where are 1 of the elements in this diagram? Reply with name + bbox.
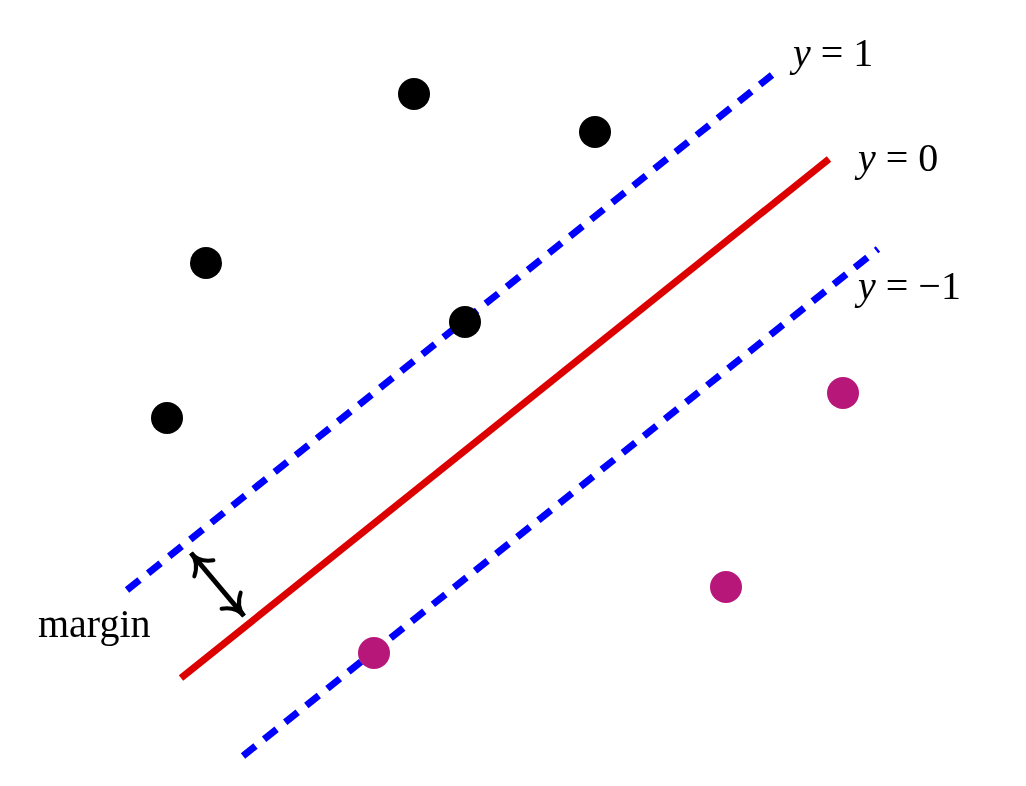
margin-label: margin <box>38 604 151 644</box>
